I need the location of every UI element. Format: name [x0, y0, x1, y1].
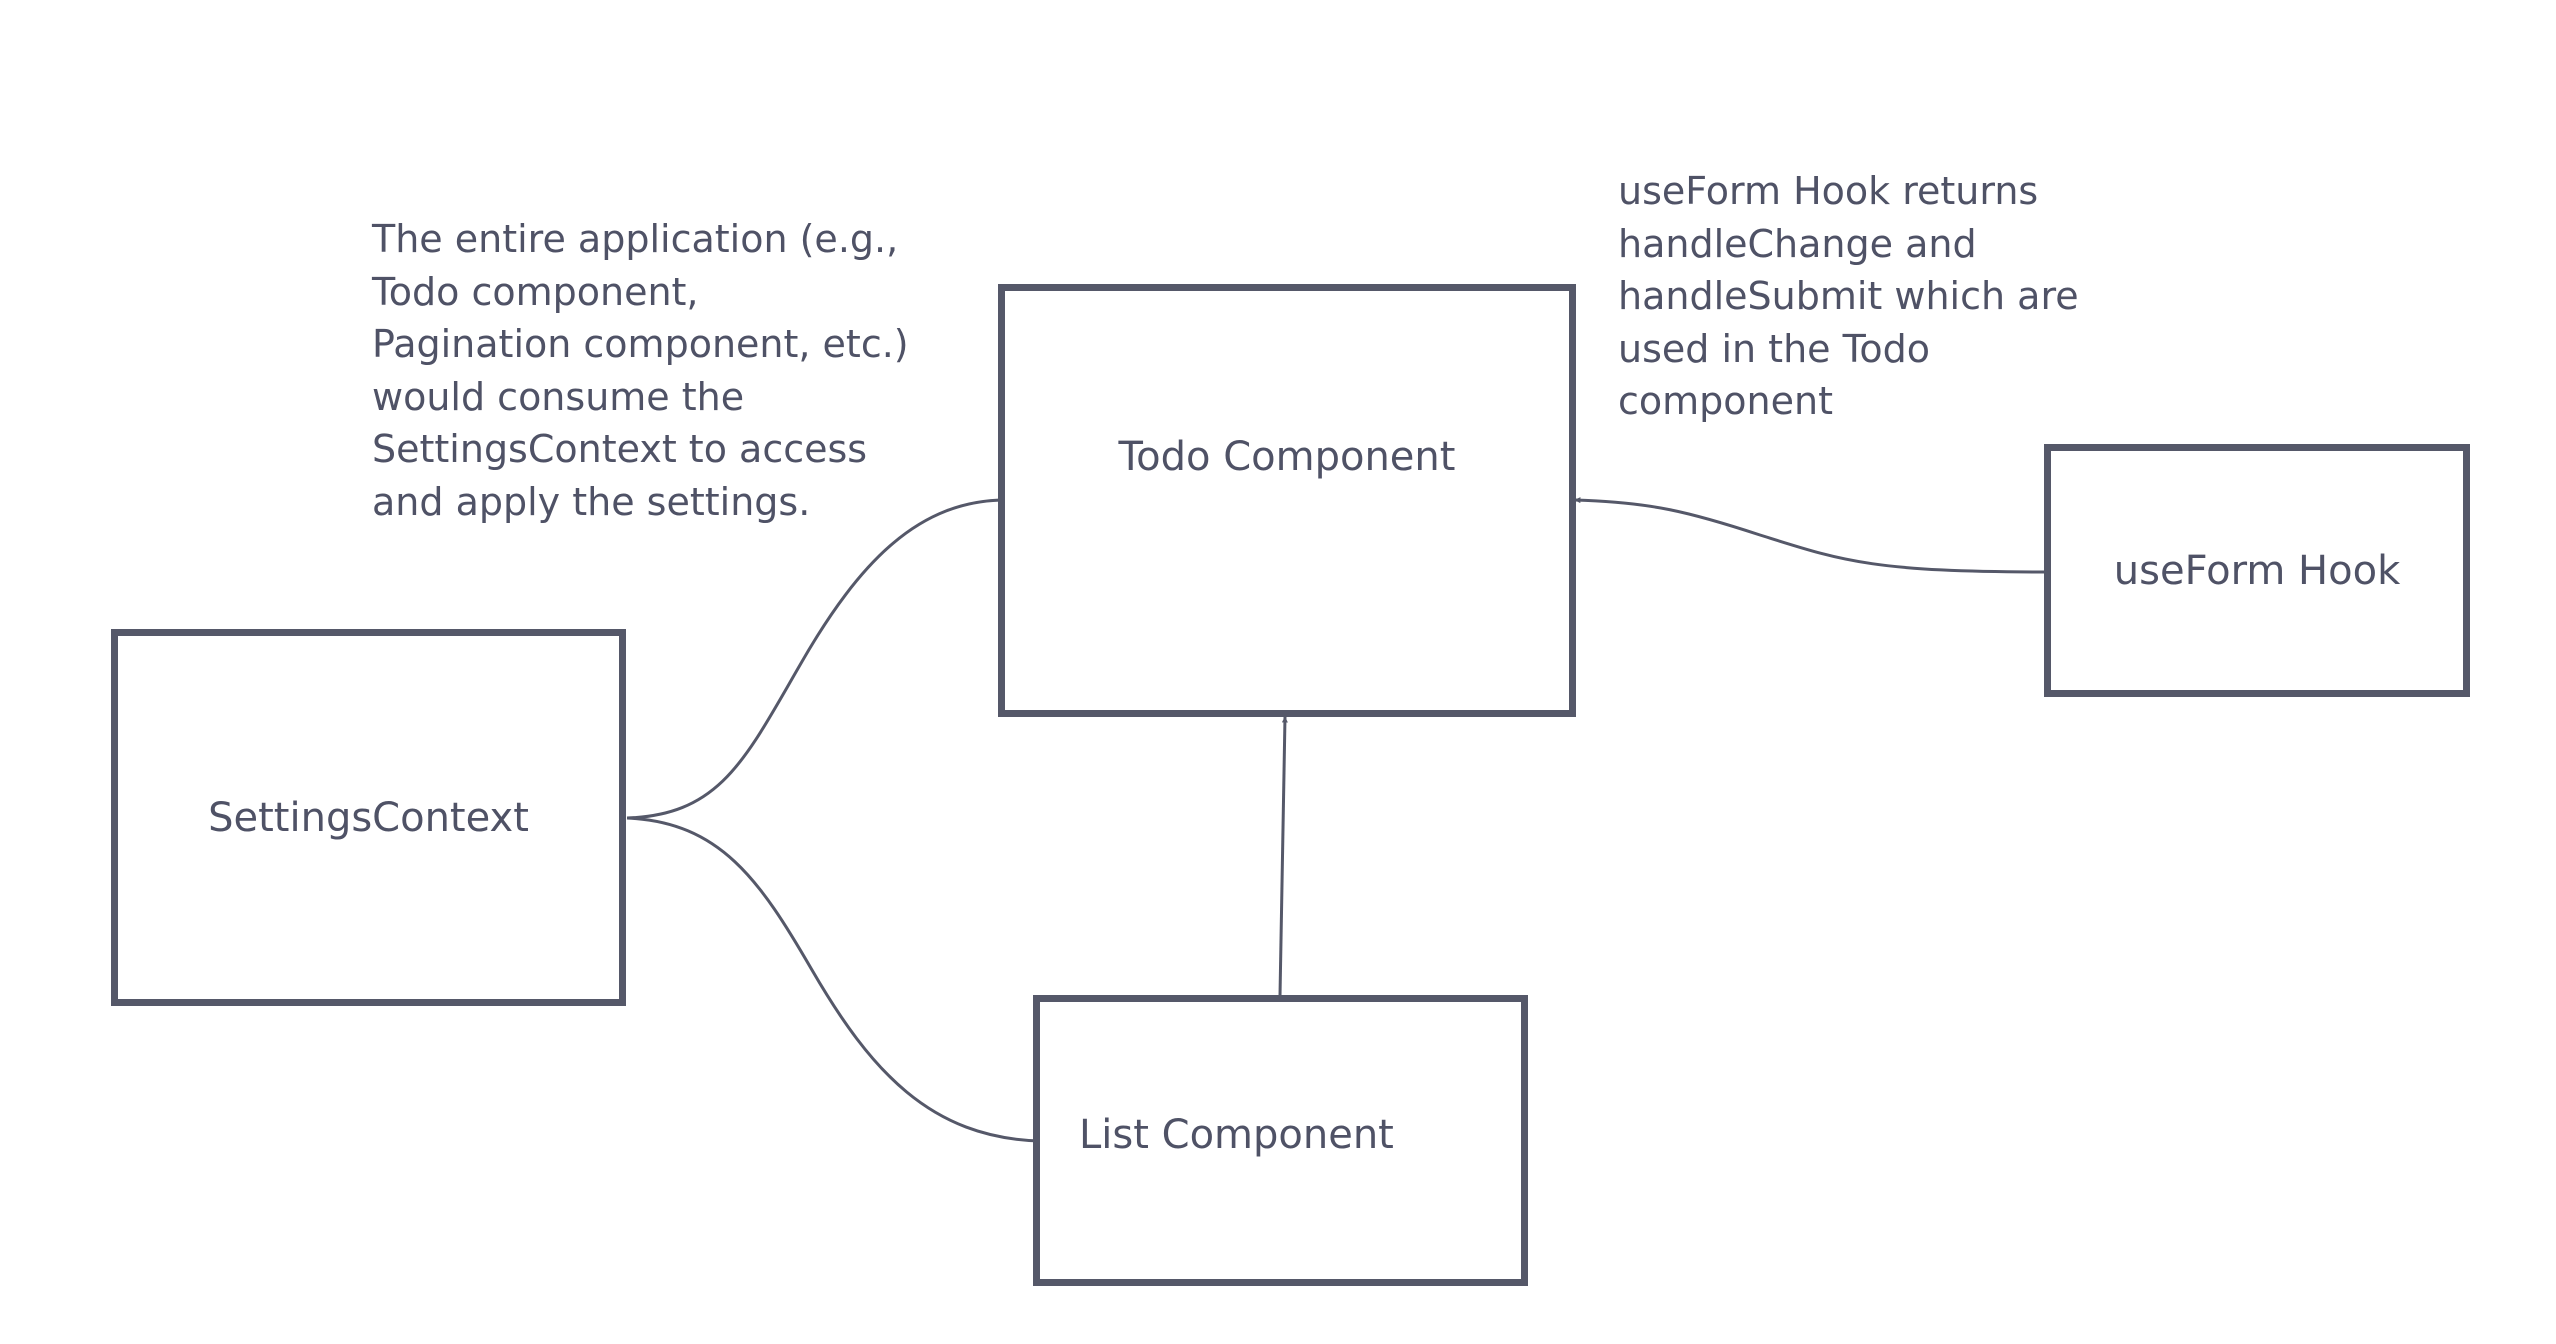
- list-component-label: List Component: [1079, 1111, 1394, 1158]
- settings-context-node[interactable]: SettingsContext: [111, 629, 626, 1006]
- todo-component-node[interactable]: Todo Component: [998, 284, 1576, 717]
- note-line: used in the Todo: [1618, 326, 1930, 371]
- note-line: Todo component,: [372, 269, 699, 314]
- edge-settings-to-list: [626, 816, 1041, 1144]
- settings-context-note: The entire application (e.g., Todo compo…: [372, 213, 909, 528]
- note-line: handleChange and: [1618, 221, 1977, 266]
- edge-hook-to-todo: [1574, 497, 2045, 574]
- useform-hook-label: useForm Hook: [2113, 547, 2401, 594]
- note-line: useForm Hook returns: [1618, 169, 2039, 213]
- note-line: The entire application (e.g.,: [372, 217, 899, 261]
- note-line: would consume the: [372, 374, 745, 419]
- useform-hook-node[interactable]: useForm Hook: [2044, 444, 2470, 697]
- settings-context-label: SettingsContext: [208, 794, 529, 841]
- note-line: and apply the settings.: [372, 479, 811, 524]
- note-line: handleSubmit which are: [1618, 274, 2079, 318]
- note-line: Pagination component, etc.): [372, 322, 909, 366]
- edge-settings-to-todo: [626, 497, 1007, 820]
- useform-hook-note: useForm Hook returns handleChange and ha…: [1618, 165, 2079, 428]
- note-line: component: [1618, 379, 1833, 423]
- note-line: SettingsContext to access: [372, 427, 868, 471]
- todo-component-label: Todo Component: [1118, 434, 1456, 480]
- list-component-node[interactable]: List Component: [1033, 995, 1528, 1286]
- edge-list-to-todo: [1278, 716, 1288, 997]
